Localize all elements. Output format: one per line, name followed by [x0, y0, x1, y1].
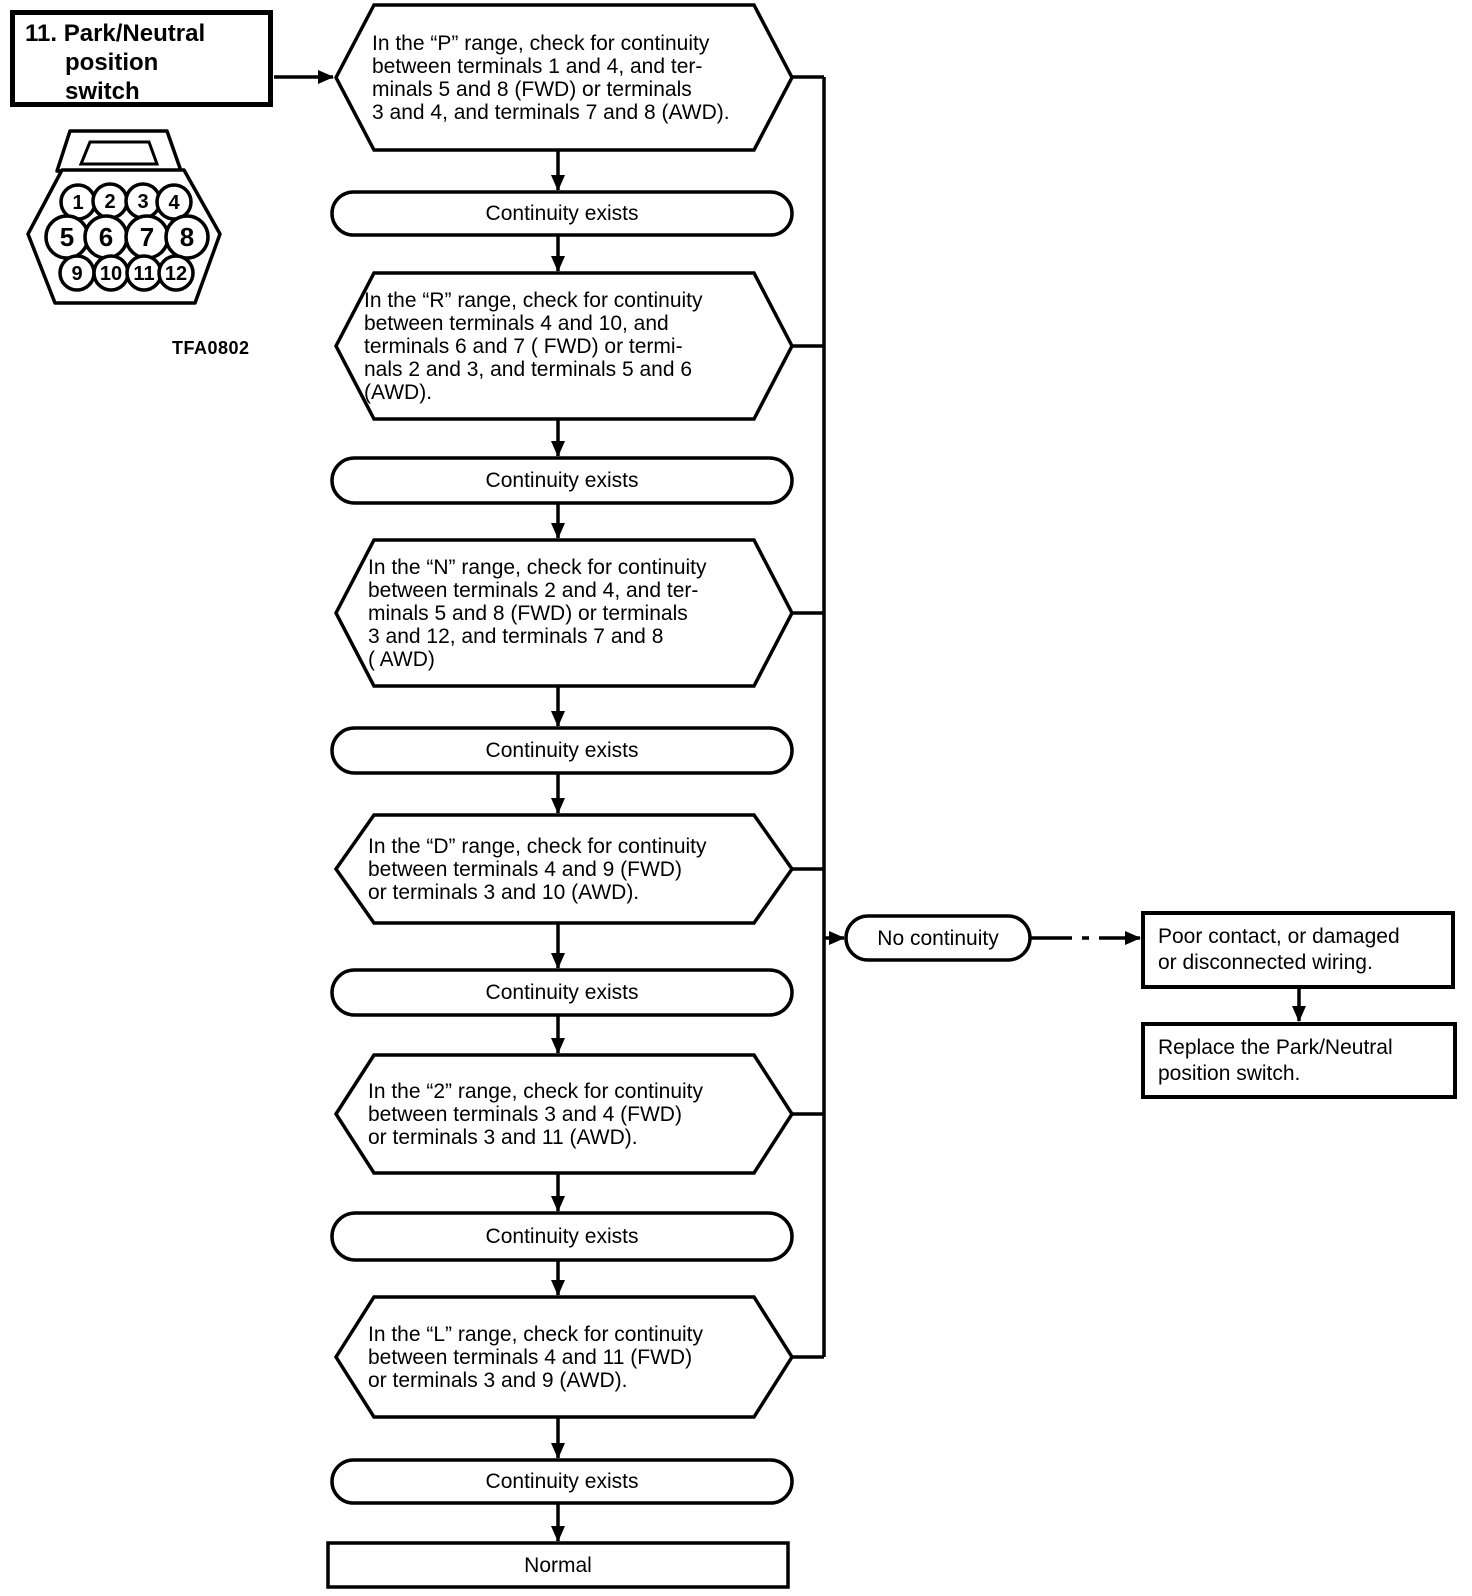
continuity-label-3: Continuity exists	[485, 739, 639, 762]
connector-diagram: 1 2 3 4 5 6 7 8 9 10 11 12	[26, 129, 222, 305]
pin-label-10: 10	[100, 263, 122, 285]
n-range-text: In the “N” range, check for continuity b…	[368, 555, 707, 671]
poor-contact-box	[1141, 911, 1455, 989]
pin-label-8: 8	[180, 222, 194, 252]
normal-box	[326, 1541, 790, 1589]
connector-tab-inner-line	[78, 140, 160, 166]
continuity-stadium-1	[330, 190, 794, 237]
pin-label-7: 7	[140, 222, 154, 252]
pin-label-3: 3	[137, 191, 148, 213]
no-continuity-label: No continuity	[877, 926, 999, 950]
pin-label-1: 1	[72, 192, 83, 214]
continuity-label-2: Continuity exists	[485, 469, 639, 492]
continuity-stadium-5	[330, 1211, 794, 1262]
title-box: 11. Park/Neutral position switch	[10, 10, 273, 107]
r-range-text: In the “R” range, check for continuity b…	[364, 288, 703, 404]
d-range-text: In the “D” range, check for continuity b…	[368, 834, 707, 904]
pin-label-2: 2	[104, 191, 115, 213]
continuity-stadium-2	[330, 456, 794, 505]
p-range-text: In the “P” range, check for continuity b…	[372, 31, 730, 124]
pin-circle-12	[157, 254, 195, 292]
replace-switch-text: Replace the Park/Neutral position switch…	[1158, 1035, 1393, 1085]
normal-label: Normal	[524, 1553, 592, 1577]
pin-label-5: 5	[60, 222, 74, 252]
continuity-label-4: Continuity exists	[485, 981, 639, 1004]
l-range-text: In the “L” range, check for continuity b…	[368, 1322, 704, 1392]
title-line-2: position	[65, 49, 159, 76]
connector-code-label: TFA0802	[172, 338, 250, 358]
two-range-text: In the “2” range, check for continuity b…	[368, 1079, 704, 1149]
pin-label-6: 6	[99, 222, 113, 252]
replace-switch-box	[1141, 1022, 1457, 1099]
title-line-3: switch	[65, 78, 140, 105]
poor-contact-text: Poor contact, or damaged or disconnected…	[1158, 925, 1400, 974]
pin-label-11: 11	[133, 263, 154, 285]
continuity-label-5: Continuity exists	[485, 1225, 639, 1248]
continuity-label-1: Continuity exists	[485, 202, 639, 225]
continuity-stadium-4	[330, 968, 794, 1017]
continuity-label-6: Continuity exists	[485, 1470, 639, 1493]
pin-label-4: 4	[168, 192, 180, 214]
continuity-stadium-6	[330, 1458, 794, 1505]
continuity-stadium-3	[330, 726, 794, 775]
title-line-1: 11. Park/Neutral	[25, 20, 206, 47]
pin-label-9: 9	[71, 263, 82, 285]
pin-label-12: 12	[165, 263, 187, 285]
